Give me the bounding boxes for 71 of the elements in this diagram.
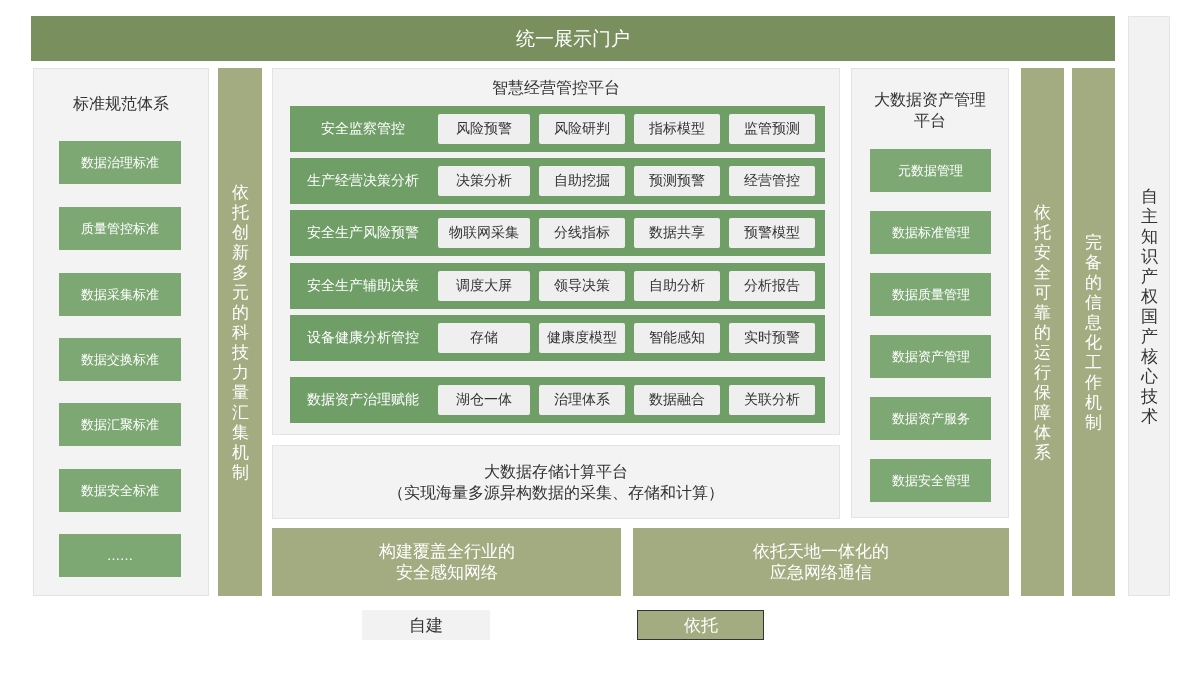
function-box: 自助挖掘 <box>539 166 625 196</box>
module-label: 安全生产风险预警 <box>306 224 420 242</box>
standard-box: …… <box>59 534 181 577</box>
panel-subtitle: （实现海量多源异构数据的采集、存储和计算） <box>388 482 724 503</box>
function-box: 风险预警 <box>438 114 530 144</box>
legend-label: 自建 <box>409 613 443 637</box>
standard-box: 数据采集标准 <box>59 273 181 316</box>
vertical-label: 依托安全可靠的运行保障体系 <box>1033 202 1052 462</box>
function-box: 湖仓一体 <box>438 385 530 415</box>
mechanism-bar <box>1021 68 1064 596</box>
module-bar <box>290 315 825 361</box>
function-box: 预测预警 <box>634 166 720 196</box>
mechanism-bar <box>218 68 262 596</box>
platform-panel <box>33 68 209 596</box>
legend-label: 依托 <box>683 613 718 637</box>
function-box: 领导决策 <box>539 271 625 301</box>
vertical-label: 完备的信息化工作机制 <box>1084 232 1103 432</box>
management-box: 元数据管理 <box>870 149 991 192</box>
standard-box: 质量管控标准 <box>59 207 181 250</box>
standard-box: 数据交换标准 <box>59 338 181 381</box>
function-box: 决策分析 <box>438 166 530 196</box>
module-bar <box>290 158 825 204</box>
portal-banner: 统一展示门户 <box>31 16 1115 61</box>
platform-panel <box>272 68 840 435</box>
function-box: 经营管控 <box>729 166 815 196</box>
mechanism-bar <box>1072 68 1115 596</box>
function-box: 数据共享 <box>634 218 720 248</box>
module-bar <box>290 210 825 256</box>
vertical-label: 自主知识产权国产核心技术 <box>1140 186 1158 426</box>
module-label: 生产经营决策分析 <box>306 172 420 190</box>
module-label: 设备健康分析管控 <box>306 329 420 347</box>
module-label: 数据资产治理赋能 <box>306 391 420 409</box>
module-bar <box>290 377 825 423</box>
module-bar <box>290 263 825 309</box>
standard-box: 数据治理标准 <box>59 141 181 184</box>
panel-heading: 智慧经营管控平台 <box>491 77 621 98</box>
function-box: 调度大屏 <box>438 271 530 301</box>
module-label: 安全生产辅助决策 <box>306 277 420 295</box>
platform-panel <box>851 68 1009 518</box>
management-box: 数据资产服务 <box>870 397 991 440</box>
module-label: 安全监察管控 <box>320 120 406 138</box>
panel-heading: 标准规范体系 <box>72 93 170 114</box>
management-box: 数据标准管理 <box>870 211 991 254</box>
panel-heading: 大数据存储计算平台 <box>484 461 628 482</box>
management-box: 数据安全管理 <box>870 459 991 502</box>
management-box: 数据资产管理 <box>870 335 991 378</box>
management-box: 数据质量管理 <box>870 273 991 316</box>
function-box: 智能感知 <box>634 323 720 353</box>
function-box: 物联网采集 <box>438 218 530 248</box>
function-box: 指标模型 <box>634 114 720 144</box>
technology-bar <box>1128 16 1170 596</box>
function-box: 分线指标 <box>539 218 625 248</box>
function-box: 分析报告 <box>729 271 815 301</box>
function-box: 预警模型 <box>729 218 815 248</box>
function-box: 自助分析 <box>634 271 720 301</box>
function-box: 关联分析 <box>729 385 815 415</box>
function-box: 存储 <box>438 323 530 353</box>
network-band: 构建覆盖全行业的安全感知网络 <box>272 528 621 596</box>
standard-box: 数据汇聚标准 <box>59 403 181 446</box>
function-box: 风险研判 <box>539 114 625 144</box>
panel-heading: 大数据资产管理平台 <box>874 89 986 131</box>
vertical-label: 依托创新多元的科技力量汇集机制 <box>231 182 249 482</box>
network-band: 依托天地一体化的应急网络通信 <box>633 528 1009 596</box>
function-box: 治理体系 <box>539 385 625 415</box>
function-box: 数据融合 <box>634 385 720 415</box>
function-box: 监管预测 <box>729 114 815 144</box>
function-box: 实时预警 <box>729 323 815 353</box>
standard-box: 数据安全标准 <box>59 469 181 512</box>
function-box: 健康度模型 <box>539 323 625 353</box>
platform-panel <box>272 445 840 519</box>
module-bar <box>290 106 825 152</box>
